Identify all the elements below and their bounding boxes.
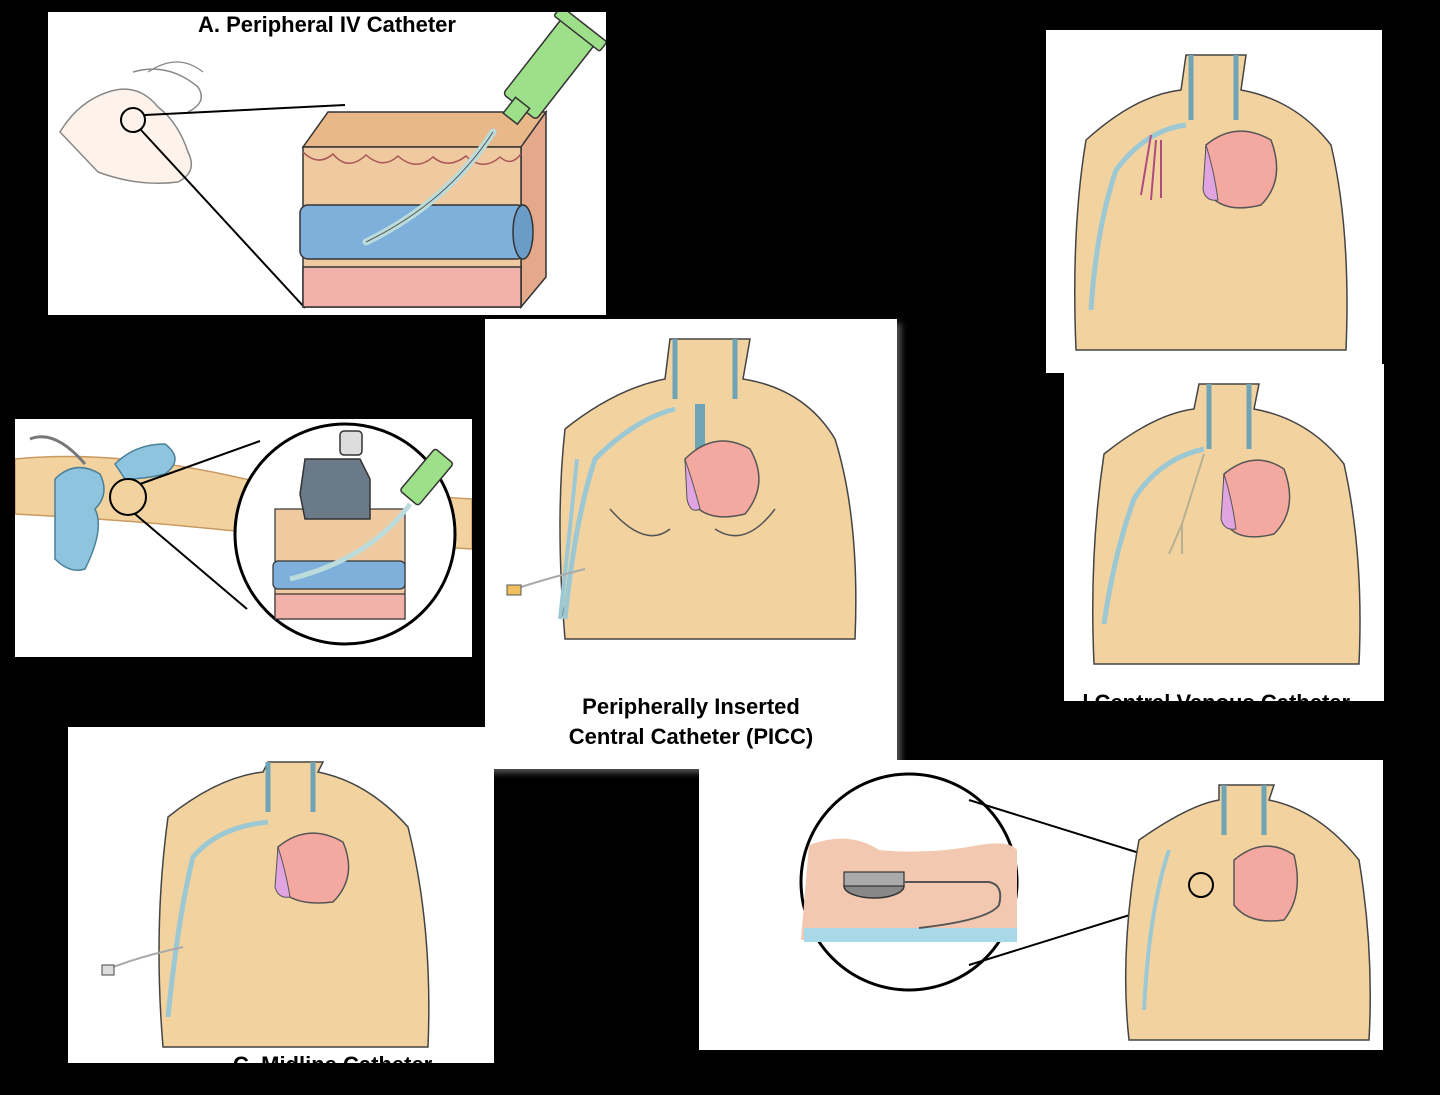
implanted-port-illustration: [799, 772, 1371, 1041]
central-venous-illustration-middle: [1092, 383, 1361, 665]
picc-illustration: [506, 338, 857, 640]
top-right-title: ...ral Venous Catheter: [1046, 30, 1271, 42]
peripheral-iv-panel: A. Peripheral IV Catheter: [48, 12, 606, 315]
picc-caption-line2: Central Catheter (PICC): [568, 724, 814, 749]
peripheral-iv-title: A. Peripheral IV Catheter: [198, 12, 456, 37]
central-venous-panel-middle: ...l Central Venous Catheter: [1064, 364, 1384, 701]
central-venous-panel-top: ...ral Venous Catheter: [1046, 30, 1382, 373]
middle-right-title: ...l Central Venous Catheter: [1064, 690, 1350, 701]
peripheral-iv-illustration: [59, 12, 606, 310]
ultrasound-iv-illustration: [15, 422, 472, 646]
picc-caption-line1: Peripherally Inserted: [582, 694, 800, 719]
picc-panel: Peripherally Inserted Central Catheter (…: [485, 319, 897, 769]
midline-illustration: [101, 761, 430, 1048]
ultrasound-iv-panel: [15, 419, 472, 657]
implanted-port-panel: [699, 760, 1383, 1050]
midline-panel: C. Midline Catheter: [68, 727, 494, 1063]
midline-title: C. Midline Catheter: [233, 1052, 432, 1063]
central-venous-illustration-top: [1074, 54, 1348, 351]
